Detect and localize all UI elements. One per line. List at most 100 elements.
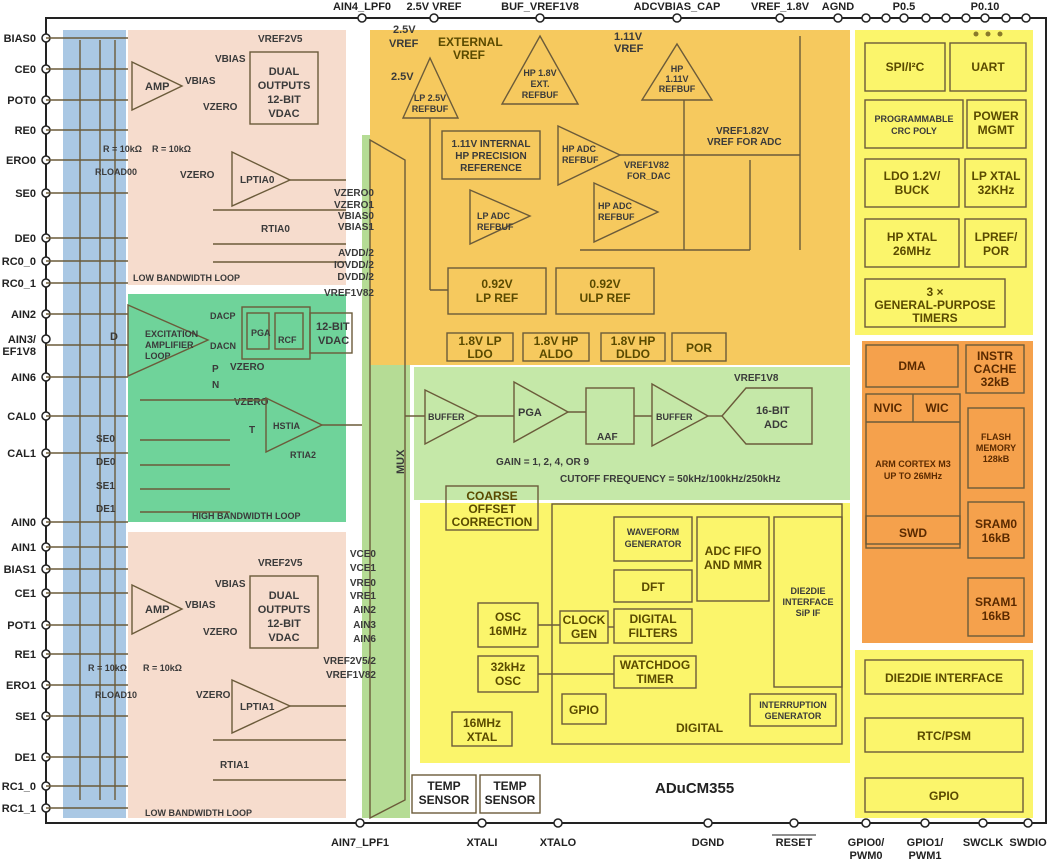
ref-v25-label: 2.5V	[391, 71, 414, 83]
top-pin-dot	[1021, 13, 1031, 23]
left-pin-label: BIAS1	[4, 564, 36, 576]
io-rtc: RTC/PSM	[917, 729, 971, 743]
ref-extvref-l1: 2.5V	[393, 24, 416, 36]
ref-v111-l1: 1.11V	[614, 31, 643, 43]
mux-input-label: AIN6	[353, 634, 376, 645]
adc-pga-label: PGA	[518, 407, 542, 419]
left-pin-label: DE1	[15, 752, 36, 764]
dig-xtal-l1: 16MHz	[463, 716, 501, 730]
adc-gain-label: GAIN = 1, 2, 4, OR 9	[496, 457, 590, 468]
ref-hpadc1-l1: HP ADC	[562, 144, 597, 154]
mux-input-label: VREF2V5/2	[323, 656, 376, 667]
left-pin-label: AIN6	[11, 372, 36, 384]
left-pin-label: POT1	[7, 620, 36, 632]
top-pin-dot	[775, 13, 785, 23]
afe0-vdac-l1: DUAL	[269, 66, 300, 78]
ref-external-l1: EXTERNAL	[438, 35, 503, 49]
ref-extvref-l2: VREF	[389, 38, 419, 50]
dig-fifo-l2: AND MMR	[704, 558, 762, 572]
left-pin-label: CE1	[15, 588, 36, 600]
dig-d2d-l3: SiP IF	[796, 608, 821, 618]
cortex-flash-l1: FLASH	[981, 432, 1011, 442]
left-pin-label: AIN0	[11, 517, 36, 529]
cortex-block: DMA INSTR CACHE 32kB NVIC WIC ARM CORTEX…	[865, 344, 1025, 637]
left-pin-label: CAL1	[7, 448, 36, 460]
ref-hp111-l1: HP	[671, 64, 684, 74]
ref-hp111-l3: REFBUF	[659, 84, 696, 94]
bottom-pin-dot	[355, 818, 365, 828]
dig-filters-l2: FILTERS	[628, 626, 677, 640]
mux-input-label: VCE1	[350, 563, 377, 574]
left-pin-label: RC1_0	[2, 781, 36, 793]
hs-vdac-l1: 12-BIT	[316, 321, 350, 333]
temp2-l1: TEMP	[493, 779, 526, 793]
ref-lpref-l2: LP REF	[476, 291, 518, 305]
ref-internal-l2: HP PRECISION	[455, 151, 527, 162]
top-pin-label: VREF_1.8V	[751, 1, 810, 13]
temp1-l2: SENSOR	[419, 793, 470, 807]
bottom-pin-dot	[978, 818, 988, 828]
top-pin-label: AIN4_LPF0	[333, 1, 391, 13]
cortex-flash-l2: MEMORY	[976, 443, 1016, 453]
hs-block: PGA RCF 12-BIT VDAC DACP DACN EXCITATION…	[96, 303, 362, 521]
afe0-vbias-label: VBIAS	[215, 54, 246, 65]
top-pin-dot	[980, 13, 990, 23]
dig-osc32-l2: OSC	[495, 674, 521, 688]
periph-lpxtal-l2: 32KHz	[978, 183, 1015, 197]
afe1-block: AMP DUAL OUTPUTS 12-BIT VDAC VREF2V5 VBI…	[88, 558, 346, 818]
mux-input-label: DVDD/2	[337, 272, 374, 283]
afe1-vdac-l2: OUTPUTS	[258, 604, 311, 616]
hs-se0-label: SE0	[96, 434, 115, 445]
ref-ulpref-l2: ULP REF	[579, 291, 630, 305]
ref-region	[370, 30, 850, 365]
temp1-l1: TEMP	[427, 779, 460, 793]
ref-por-label: POR	[686, 341, 712, 355]
hs-dacn-label: DACN	[210, 341, 236, 351]
cortex-sram0-l2: 16kB	[982, 531, 1011, 545]
bottom-pin-label: PWM0	[850, 850, 883, 862]
top-pin-dot	[881, 13, 891, 23]
periph-ldo-l1: LDO 1.2V/	[884, 169, 941, 183]
left-pin-label: RE0	[15, 125, 36, 137]
afe1-vzero-label: VZERO	[203, 627, 238, 638]
bottom-pin-label: GPIO1/	[907, 837, 944, 849]
mux-input-label: VZERO1	[334, 200, 374, 211]
hs-rcf-label: RCF	[278, 335, 297, 345]
cortex-region	[862, 341, 1033, 643]
periph-crc-l1: PROGRAMMABLE	[875, 114, 954, 124]
switch-wiring	[46, 37, 128, 809]
mux-input-label: AIN2	[353, 605, 376, 616]
ref-vref182-l1: VREF1.82V	[716, 126, 769, 137]
afe0-r1-label: R = 10kΩ	[103, 144, 142, 154]
left-pin-label: ERO1	[6, 680, 36, 692]
dig-osc16-l1: OSC	[495, 610, 521, 624]
afe1-region	[128, 532, 346, 818]
afe1-vref-label: VREF2V5	[258, 558, 303, 569]
afe1-r1-label: R = 10kΩ	[88, 663, 127, 673]
top-pin-dot	[672, 13, 682, 23]
afe1-vzero2-label: VZERO	[196, 690, 231, 701]
periph-hpxtal-l2: 26MHz	[893, 244, 931, 258]
mux-input-label: VCE0	[350, 549, 377, 560]
bottom-pin-dot	[861, 818, 871, 828]
ref-ldo-lp-l2: LDO	[467, 347, 492, 361]
hs-n-label: N	[212, 380, 219, 391]
periph-timers-l3: TIMERS	[912, 311, 957, 325]
hs-se1-label: SE1	[96, 481, 115, 492]
adc-offset-l2: OFFSET	[468, 502, 516, 516]
periph-hpxtal-l1: HP XTAL	[887, 230, 937, 244]
dig-d2d-l1: DIE2DIE	[790, 586, 825, 596]
dig-osc16-l2: 16MHz	[489, 624, 527, 638]
dig-fifo-l1: ADC FIFO	[705, 544, 762, 558]
bottom-pin-label: RESET	[776, 837, 813, 849]
periph-timers-l1: 3 ×	[926, 285, 943, 299]
ref-lpadc-l2: REFBUF	[477, 222, 514, 232]
periph-crc-l2: CRC POLY	[891, 126, 937, 136]
periph-lpref-l2: POR	[983, 244, 1009, 258]
top-pin-label: P0.5	[893, 1, 916, 13]
dig-filters-l1: DIGITAL	[629, 612, 676, 626]
dig-clock-l1: CLOCK	[563, 613, 606, 627]
afe1-loop-label: LOW BANDWIDTH LOOP	[145, 808, 252, 818]
periph-lpxtal-l1: LP XTAL	[972, 169, 1021, 183]
